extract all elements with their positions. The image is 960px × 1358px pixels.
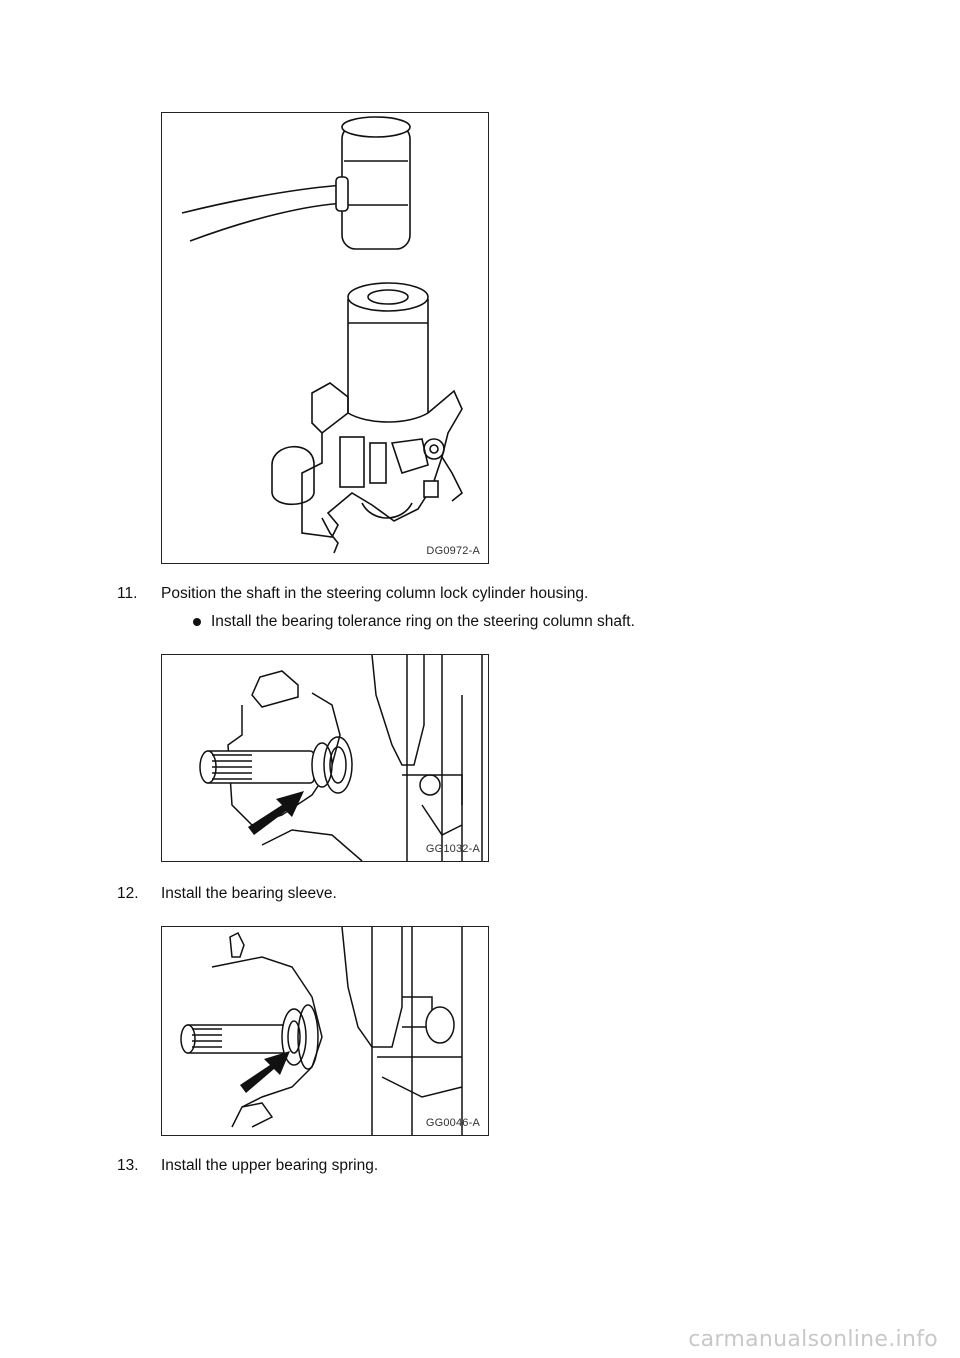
tolerance-ring-illustration	[199, 655, 483, 861]
bullet-text: Install the bearing tolerance ring on th…	[211, 613, 635, 630]
figure-code: GG1032-A	[425, 843, 480, 855]
figure-code: GG0046-A	[425, 1117, 480, 1129]
figure-bearing-sleeve: GG0046-A	[161, 926, 489, 1136]
step-11-bullet: Install the bearing tolerance ring on th…	[193, 612, 843, 634]
figure-tolerance-ring: GG1032-A	[161, 654, 489, 862]
step-text: Install the bearing sleeve.	[161, 885, 337, 902]
figure-mallet-installer: DG0972-A	[161, 112, 489, 564]
step-number: 12.	[117, 885, 139, 902]
mallet-installer-illustration	[181, 116, 464, 554]
step-text: Position the shaft in the steering colum…	[161, 585, 589, 602]
step-11: 11. Position the shaft in the steering c…	[117, 584, 817, 606]
watermark: carmanualsonline.info	[688, 1327, 938, 1352]
step-12: 12. Install the bearing sleeve.	[117, 884, 817, 906]
step-number: 13.	[117, 1157, 139, 1174]
bullet-icon	[193, 618, 201, 626]
step-number: 11.	[117, 585, 138, 602]
bearing-sleeve-illustration	[180, 927, 463, 1135]
step-13: 13. Install the upper bearing spring.	[117, 1156, 817, 1178]
step-text: Install the upper bearing spring.	[161, 1157, 379, 1174]
figure-code: DG0972-A	[426, 545, 480, 557]
